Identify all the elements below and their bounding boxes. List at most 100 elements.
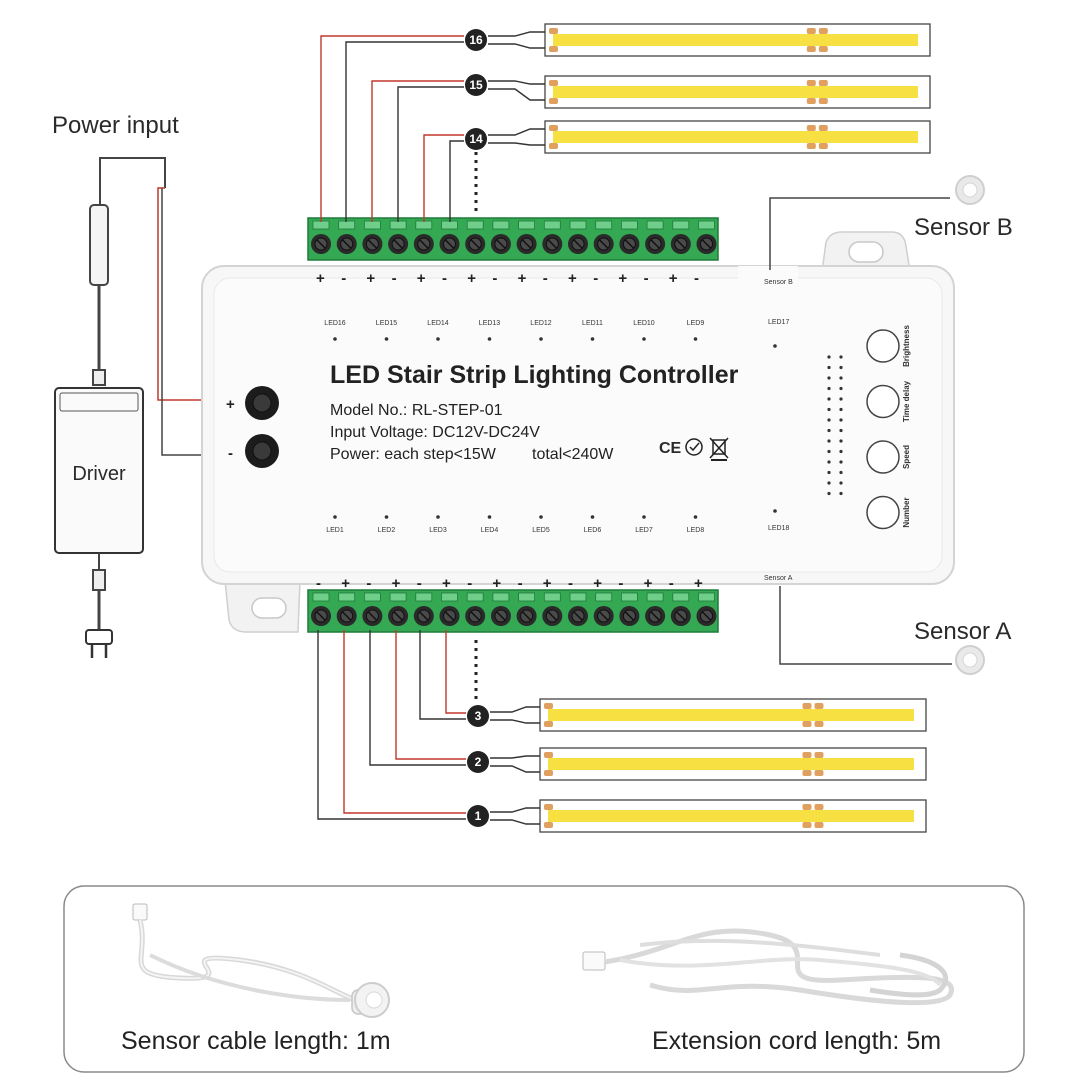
step-number-badge: 15 [465,74,487,96]
sensor-b-icon [955,175,985,205]
terminal-screw [388,592,409,626]
step-number-badge: 1 [467,805,489,827]
led-indicator-dot [487,515,492,519]
led-indicator-label: LED15 [376,320,398,327]
led-indicator-label: LED8 [687,527,705,534]
led-indicator-label: LED12 [530,320,552,327]
led-indicator-label: LED7 [635,527,653,534]
terminal-screw [311,592,331,626]
terminal-screw [465,220,486,254]
led-indicator-dot [590,337,595,341]
minus-sign: - [618,575,623,592]
minus-sign: - [442,270,447,287]
polarity-row-top: +-+-+-+-+-+-+-+- [316,270,699,287]
terminal-screw [568,592,588,626]
terminal-screw [516,592,537,626]
led-strips-bottom: 3 2 1 [317,630,927,833]
sensor-cable-caption: Sensor cable length: 1m [121,1027,391,1055]
certification-marks: CE [659,437,729,461]
driver-label: Driver [72,463,126,485]
step-number: 16 [469,33,483,47]
controller-housing [201,231,955,633]
led-indicator-label: LED14 [427,320,449,327]
led-indicator-dot [384,515,389,519]
minus-sign: - [467,575,472,592]
terminal-screw [362,592,383,626]
plus-sign: + [467,270,476,287]
minus-sign: - [366,575,371,592]
led17-label: LED17 [768,319,790,326]
control-button-brightness[interactable]: Brightness [866,325,911,367]
terminal-screw [568,220,588,254]
plus-sign: + [417,270,426,287]
terminal-screw [696,592,717,626]
terminal-screw [413,592,434,626]
terminal-screw [593,592,614,626]
minus-sign: - [492,270,497,287]
led-strip [544,120,931,154]
minus-sign: - [316,575,321,592]
led-indicator-label: LED5 [532,527,550,534]
led-strip [544,23,931,57]
led18-label: LED18 [768,525,790,532]
terminal-screw [696,220,717,254]
sensor-cable-image [132,903,390,1018]
led-indicator-dot [693,337,698,341]
rohs-icon [685,438,703,456]
sensor-b-wire [769,197,950,270]
led-indicator-label: LED2 [378,527,396,534]
led-strip [539,747,927,781]
terminal-screw [619,220,640,254]
step-number-badge: 14 [465,128,487,150]
input-voltage: Input Voltage: DC12V-DC24V [330,424,540,441]
minus-sign: - [694,270,699,287]
step-number: 1 [475,809,482,823]
step-number: 14 [469,132,483,146]
terminal-screw [465,592,486,626]
step-number-badge: 3 [467,705,489,727]
minus-sign: - [417,575,422,592]
terminal-screw [593,220,614,254]
ac-plug [85,553,113,658]
sensor-b-label: Sensor B [914,214,1013,241]
led-strips-top: 16 15 14 [320,23,931,222]
control-button-number[interactable]: Number [866,495,911,530]
led-indicator-label: LED10 [633,320,655,327]
led-strip [539,799,927,833]
button-label: Speed [902,445,911,469]
plus-sign: + [316,270,325,287]
terminal-screw [670,592,691,626]
power-input-label: Power input [52,112,179,139]
led-indicator-dot [642,515,646,519]
led-indicator-label: LED9 [687,320,705,327]
terminal-screw [542,592,563,626]
led-indicator-label: LED16 [324,320,346,327]
plus-sign: + [492,575,501,592]
minus-sign: - [518,575,523,592]
sensor-a-wire [779,586,952,665]
controller-title: LED Stair Strip Lighting Controller [330,361,739,389]
step-number: 2 [475,755,482,769]
plus-sign: + [618,270,627,287]
polarity-row-bottom: -+-+-+-+-+-+-+-+ [316,575,703,592]
control-button-speed[interactable]: Speed [866,440,911,474]
power-minus-label: - [228,445,233,462]
control-button-time-delay[interactable]: Time delay [866,380,911,422]
sensor-a-icon [955,645,985,675]
terminal-screw [645,220,666,254]
extension-cord-caption: Extension cord length: 5m [652,1027,941,1055]
terminal-screw [311,220,331,254]
plus-sign: + [568,270,577,287]
ce-mark: CE [659,440,682,457]
power-per-step: Power: each step<15W [330,446,497,463]
minus-sign: - [341,270,346,287]
sensor-a-port-label: Sensor A [764,575,793,582]
led-strip [539,698,927,732]
model-number: Model No.: RL-STEP-01 [330,402,503,419]
plus-sign: + [694,575,703,592]
minus-sign: - [593,270,598,287]
led-indicator-dot [642,337,646,341]
terminal-screw [439,220,460,254]
